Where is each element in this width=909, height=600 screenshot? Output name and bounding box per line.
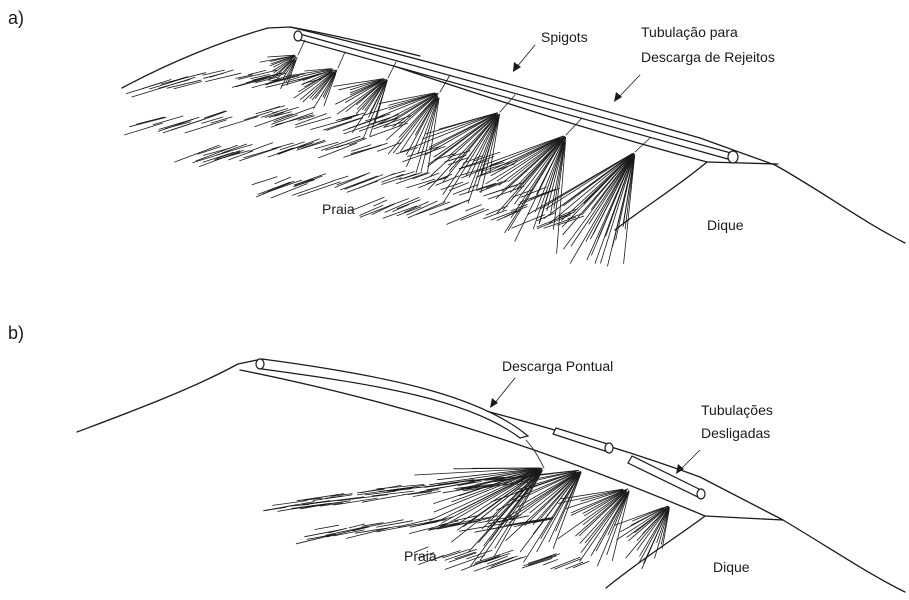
- beach-hatch-stroke: [270, 112, 284, 117]
- beach-hatch-stroke: [334, 498, 378, 505]
- beach-hatch-stroke: [445, 555, 484, 569]
- beach-hatch-stroke: [298, 182, 340, 196]
- beach-hatch-stroke: [265, 107, 280, 112]
- beach-hatch-stroke: [294, 174, 325, 185]
- fan-stroke: [357, 79, 386, 109]
- panel-b-point-discharge-leader: [490, 378, 515, 408]
- beach-hatch-stroke: [524, 554, 560, 566]
- beach-hatch-stroke: [372, 204, 394, 214]
- panel-a-tailings-fans: [260, 55, 635, 266]
- panel-a-crest-outline: [122, 27, 905, 243]
- beach-hatch-stroke: [206, 73, 241, 81]
- beach-hatch-stroke: [555, 559, 581, 569]
- beach-hatch-stroke: [352, 145, 371, 151]
- beach-hatch-stroke: [203, 152, 234, 162]
- panel-b-beach-label: Praia: [404, 548, 437, 564]
- beach-hatch-stroke: [132, 87, 167, 98]
- beach-hatch-stroke: [402, 490, 439, 495]
- beach-hatch-stroke: [377, 524, 416, 531]
- beach-hatch-stroke: [252, 177, 277, 185]
- panel-a-pipe-leader: [614, 75, 640, 102]
- panel-a-dike-label: Dique: [707, 217, 744, 233]
- panel-b: b): [8, 323, 905, 592]
- panel-b-dike-label: Dique: [713, 559, 750, 575]
- beach-hatch-stroke: [378, 143, 401, 152]
- beach-hatch-stroke: [466, 205, 481, 211]
- beach-hatch-stroke: [263, 180, 302, 194]
- beach-hatch-stroke: [327, 528, 361, 537]
- panel-a-spigot-risers: [298, 40, 650, 152]
- beach-hatch-stroke: [321, 136, 360, 150]
- beach-hatch-stroke: [240, 148, 277, 160]
- panel-b-disconnected-pipe-1: [553, 428, 613, 453]
- beach-hatch-stroke: [362, 495, 404, 503]
- beach-hatch-stroke: [332, 176, 348, 181]
- beach-hatch-stroke: [219, 117, 258, 129]
- beach-hatch-stroke: [272, 143, 293, 149]
- disconnected-pipes-line1: Tubulações: [701, 402, 773, 418]
- beach-hatch-stroke: [222, 144, 246, 153]
- beach-hatch-stroke: [329, 528, 347, 533]
- beach-hatch-stroke: [296, 534, 335, 544]
- beach-hatch-stroke: [435, 551, 460, 559]
- spigots-label: Spigots: [541, 29, 588, 45]
- beach-hatch-stroke: [447, 209, 484, 225]
- beach-hatch-stroke: [566, 562, 583, 569]
- beach-hatch-stroke: [396, 148, 417, 154]
- beach-hatch-stroke: [351, 197, 384, 211]
- beach-hatch-stroke: [207, 111, 226, 117]
- pipe-label-line2: Descarga de Rejeitos: [641, 49, 775, 65]
- beach-hatch-stroke: [278, 139, 319, 155]
- beach-hatch-stroke: [271, 184, 307, 198]
- beach-hatch-stroke: [335, 174, 366, 187]
- beach-hatch-stroke: [130, 117, 167, 126]
- beach-hatch-stroke: [315, 525, 339, 529]
- beach-hatch-stroke: [385, 197, 419, 212]
- panel-b-dike-top: [705, 516, 783, 520]
- beach-hatch-stroke: [126, 83, 161, 94]
- beach-hatch-stroke: [295, 179, 313, 185]
- fan-stroke: [363, 94, 435, 116]
- pipe-label-line1: Tubulação para: [641, 24, 738, 40]
- beach-hatch-stroke: [528, 556, 556, 566]
- panel-a-label: a): [8, 8, 24, 28]
- beach-hatch-stroke: [360, 205, 383, 215]
- beach-hatch-stroke: [125, 123, 163, 135]
- panel-a-beach-label: Praia: [322, 201, 355, 217]
- panel-a-spigots-leader: [513, 45, 535, 72]
- beach-hatch-stroke: [245, 111, 273, 120]
- beach-hatch-stroke: [208, 111, 227, 118]
- fan-stroke: [363, 81, 387, 139]
- beach-hatch-stroke: [319, 143, 357, 158]
- beach-hatch-stroke: [410, 524, 447, 533]
- fan-stroke: [579, 492, 625, 536]
- panel-a: a): [8, 8, 905, 266]
- panel-b-point-discharge-pipe: [256, 359, 544, 468]
- beach-hatch-stroke: [491, 207, 527, 220]
- panel-b-disconnected-pipe-2: [628, 456, 705, 499]
- point-discharge-label: Descarga Pontual: [502, 358, 613, 374]
- beach-hatch-stroke: [249, 70, 266, 74]
- disconnected-pipes-line2: Desligadas: [701, 425, 770, 441]
- beach-hatch-stroke: [462, 556, 500, 571]
- beach-hatch-stroke: [573, 561, 589, 567]
- panel-b-disconnected-pipes-leader: [676, 450, 700, 474]
- fan-stroke: [566, 490, 623, 508]
- panel-b-label: b): [8, 323, 24, 343]
- beach-hatch-stroke: [445, 549, 477, 560]
- fan-stroke: [499, 137, 564, 186]
